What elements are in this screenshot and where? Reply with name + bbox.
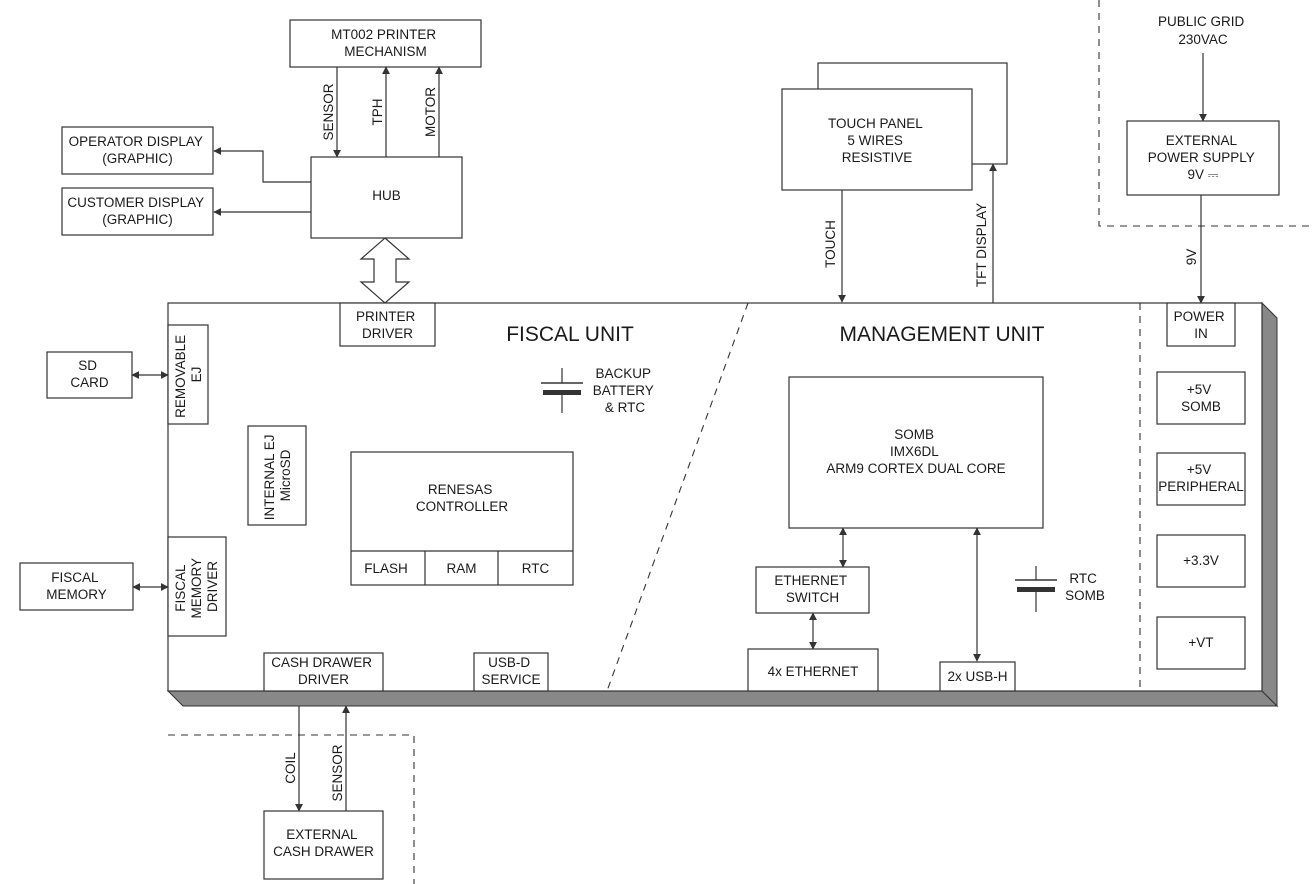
sd-card-label: SD CARD: [70, 358, 109, 390]
unit-divider: [606, 302, 749, 692]
external-power-supply-block: EXTERNAL POWER SUPPLY 9V ⎓: [1126, 120, 1280, 196]
customer-display-label: CUSTOMER DISPLAY (GRAPHIC): [67, 195, 207, 227]
external-power-supply-label: EXTERNAL POWER SUPPLY 9V ⎓: [1148, 133, 1259, 182]
rtc-somb-label: RTC SOMB: [1065, 571, 1105, 603]
renesas-controller-block: RENESAS CONTROLLER FLASH RAM RTC: [350, 451, 574, 586]
usb-d-block: USB-D SERVICE: [473, 652, 549, 692]
main-board: [167, 302, 1263, 692]
renesas-label: RENESAS CONTROLLER: [416, 482, 509, 514]
rtc-battery-icon: [1015, 566, 1057, 612]
ethernet-ports-label: 4x ETHERNET: [768, 664, 859, 679]
power-in-label: POWER IN: [1174, 309, 1229, 341]
hub-operator-arrow: [213, 147, 311, 183]
ethernet-switch-block: ETHERNET SWITCH: [755, 566, 870, 614]
fiscal-memory-driver-block: FISCAL MEMORY DRIVER: [167, 536, 227, 637]
rail-5v-somb-label: +5V SOMB: [1181, 382, 1221, 414]
operator-display-label: OPERATOR DISPLAY (GRAPHIC): [69, 134, 207, 166]
rtc-label: RTC: [522, 561, 550, 576]
hub-block: HUB: [310, 156, 463, 239]
rail-3v3-label: +3.3V: [1183, 553, 1219, 568]
flash-label: FLASH: [364, 561, 408, 576]
power-in-block: POWER IN: [1166, 302, 1236, 347]
coil-signal-label: COIL: [283, 752, 298, 784]
printer-mechanism-block: MT002 PRINTER MECHANISM: [289, 19, 482, 68]
operator-display-block: OPERATOR DISPLAY (GRAPHIC): [61, 126, 214, 175]
sd-card-block: SD CARD: [46, 351, 133, 399]
somb-block: SOMB IMX6DL ARM9 CORTEX DUAL CORE: [788, 376, 1044, 529]
touch-signal-label: TOUCH: [823, 220, 838, 268]
usb-d-label: USB-D SERVICE: [481, 655, 540, 687]
motor-signal-label: MOTOR: [423, 87, 438, 137]
cash-drawer-driver-label: CASH DRAWER DRIVER: [271, 655, 376, 687]
ethernet-ports-block: 4x ETHERNET: [747, 648, 879, 692]
cash-drawer-driver-block: CASH DRAWER DRIVER: [263, 652, 384, 692]
battery-icon: [541, 368, 583, 413]
nine-v-label: 9V: [1184, 249, 1199, 266]
tft-display-signal-label: TFT DISPLAY: [974, 203, 989, 287]
fiscal-unit-title: FISCAL UNIT: [506, 323, 634, 346]
rail-5v-peripheral-block: +5V PERIPHERAL: [1156, 452, 1246, 506]
drawer-region-border: [168, 734, 415, 884]
printer-driver-block: PRINTER DRIVER: [339, 302, 436, 347]
touch-panel-label: TOUCH PANEL 5 WIRES RESISTIVE: [828, 116, 926, 165]
usb-h-label: 2x USB-H: [947, 669, 1007, 684]
public-grid-label: PUBLIC GRID 230VAC: [1158, 14, 1248, 47]
usb-h-block: 2x USB-H: [939, 661, 1016, 692]
ethernet-switch-label: ETHERNET SWITCH: [774, 573, 850, 605]
rail-3v3-block: +3.3V: [1156, 534, 1246, 588]
management-unit-title: MANAGEMENT UNIT: [840, 323, 1045, 346]
drawer-sensor-signal-label: SENSOR: [330, 744, 345, 801]
external-cash-drawer-label: EXTERNAL CASH DRAWER: [273, 827, 374, 859]
sensor-signal-label: SENSOR: [321, 83, 336, 140]
removable-ej-label: REMOVABLE EJ: [173, 331, 204, 418]
fiscal-memory-driver-label: FISCAL MEMORY DRIVER: [173, 554, 220, 618]
external-cash-drawer-block: EXTERNAL CASH DRAWER: [263, 810, 384, 880]
rail-5v-somb-block: +5V SOMB: [1156, 371, 1246, 425]
touch-panel-block: TOUCH PANEL 5 WIRES RESISTIVE: [781, 62, 1008, 191]
tph-signal-label: TPH: [370, 99, 385, 126]
somb-label: SOMB IMX6DL ARM9 CORTEX DUAL CORE: [826, 427, 1005, 476]
ram-label: RAM: [447, 561, 477, 576]
customer-display-block: CUSTOMER DISPLAY (GRAPHIC): [61, 187, 214, 236]
printer-driver-label: PRINTER DRIVER: [356, 309, 419, 341]
internal-ej-block: INTERNAL EJ MicroSD: [247, 425, 307, 526]
hub-label: HUB: [372, 188, 401, 203]
internal-ej-label: INTERNAL EJ MicroSD: [262, 431, 293, 521]
fiscal-memory-block: FISCAL MEMORY: [19, 562, 134, 611]
removable-ej-block: REMOVABLE EJ: [167, 324, 209, 425]
power-region-border: [1098, 0, 1314, 227]
rail-5v-peripheral-label: +5V PERIPHERAL: [1158, 462, 1244, 494]
board-shadow-bottom: [166, 690, 1279, 707]
rail-vt-label: +VT: [1188, 635, 1213, 650]
hub-driver-bus-arrow: [359, 237, 411, 304]
rail-vt-block: +VT: [1156, 616, 1246, 670]
fiscal-memory-label: FISCAL MEMORY: [46, 570, 107, 602]
board-shadow-right: [1261, 301, 1278, 708]
backup-battery-label: BACKUP BATTERY & RTC: [593, 366, 658, 415]
printer-mechanism-label: MT002 PRINTER MECHANISM: [331, 27, 440, 59]
